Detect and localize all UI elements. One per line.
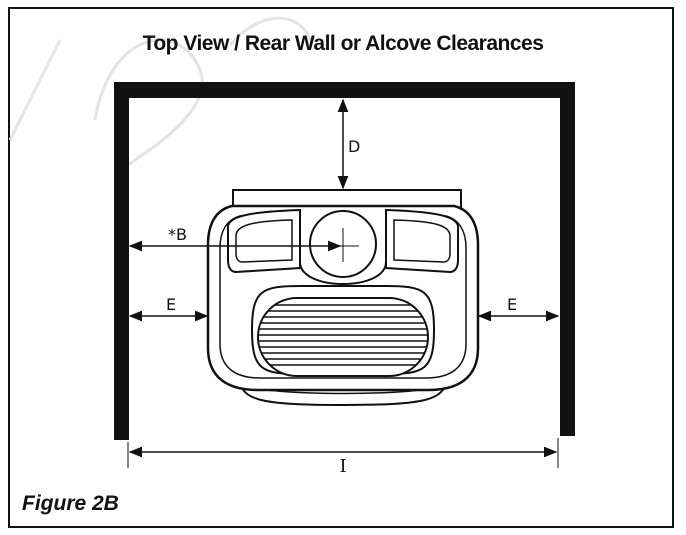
- watermark: [8, 16, 312, 172]
- dimension-d-label: D: [348, 137, 360, 156]
- alcove-walls: [114, 82, 575, 440]
- right-wall: [560, 82, 575, 436]
- rear-wall: [114, 82, 575, 98]
- dimension-e-right-label: E: [507, 295, 517, 314]
- dimension-lines: [127, 98, 560, 468]
- figure-label: Figure 2B: [22, 492, 119, 515]
- dimension-b-label: *B: [168, 225, 187, 244]
- diagram-title: Top View / Rear Wall or Alcove Clearance…: [143, 32, 544, 55]
- dimension-i-label: I: [339, 456, 346, 477]
- stove-top-view: [206, 189, 480, 407]
- dimension-e-left-label: E: [166, 295, 176, 314]
- left-wall: [114, 82, 129, 440]
